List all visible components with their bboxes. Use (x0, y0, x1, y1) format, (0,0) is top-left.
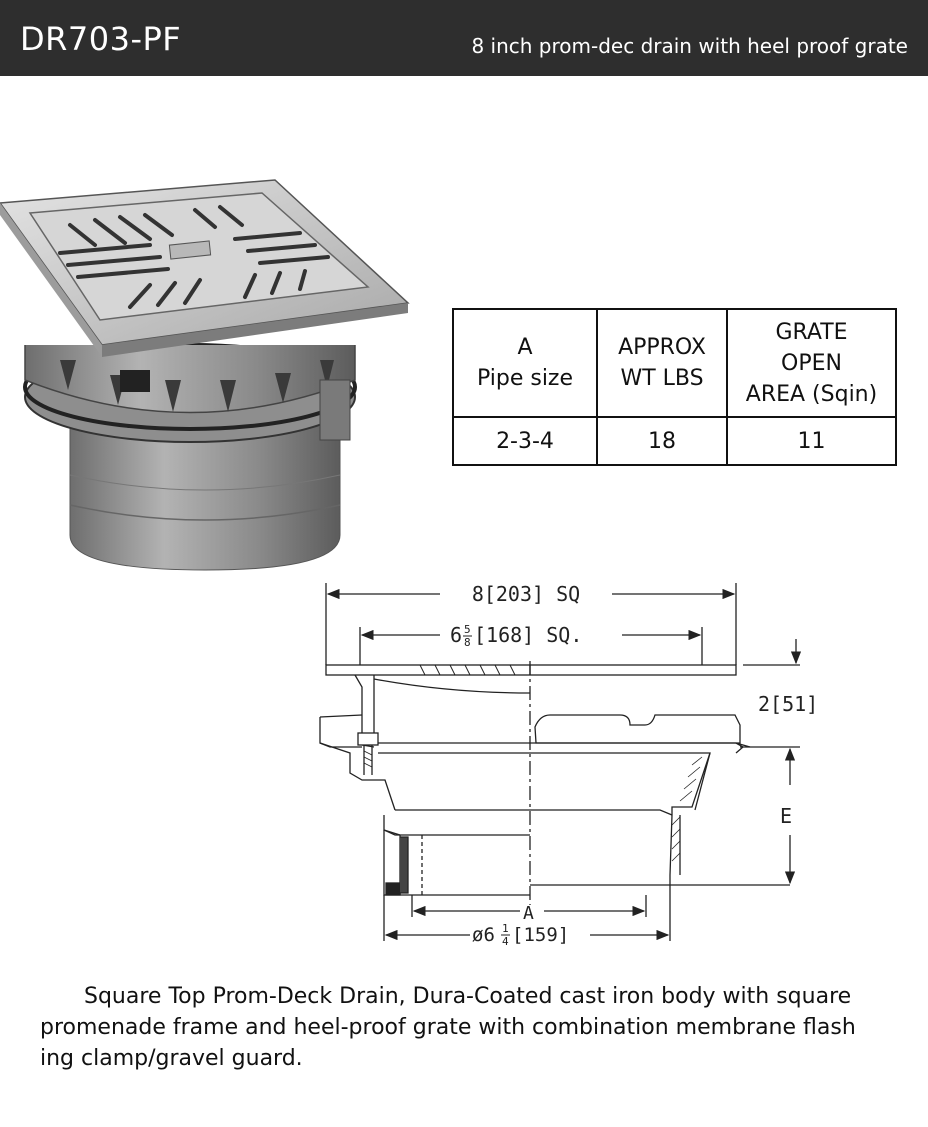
cell-open-area: 11 (726, 416, 897, 466)
product-description: Square Top Prom-Deck Drain, Dura-Coated … (40, 981, 890, 1074)
header-grate-open-area: GRATE OPEN AREA (Sqin) (726, 308, 897, 418)
dim-base-diameter: ø6 1 4 [159] (472, 922, 569, 948)
cell-pipe-size: 2-3-4 (452, 416, 598, 466)
product-subtitle: 8 inch prom-dec drain with heel proof gr… (471, 34, 908, 58)
svg-text:8: 8 (464, 636, 471, 649)
svg-text:5: 5 (464, 623, 471, 636)
dim-inner-square: 6 5 8 [168] SQ. (450, 623, 582, 649)
svg-text:4: 4 (502, 935, 509, 948)
header-bar: DR703-PF 8 inch prom-dec drain with heel… (0, 0, 928, 76)
model-number: DR703-PF (20, 20, 182, 58)
description-line: promenade frame and heel-proof grate wit… (40, 1015, 856, 1040)
dimension-drawing: 8[203] SQ 6 5 8 [168] SQ. 2[51] E A ø6 1… (319, 582, 818, 948)
svg-text:[168] SQ.: [168] SQ. (474, 623, 582, 647)
dim-height: 2[51] (758, 692, 818, 716)
drain-product-image (0, 179, 410, 571)
header-pipe-size: A Pipe size (452, 308, 598, 418)
dim-a-label: A (523, 903, 534, 924)
spec-table: A Pipe size APPROX WT LBS GRATE OPEN ARE… (452, 308, 897, 466)
svg-text:ø6: ø6 (472, 924, 495, 946)
header-weight: APPROX WT LBS (596, 308, 728, 418)
cell-weight: 18 (596, 416, 728, 466)
svg-text:1: 1 (502, 922, 509, 935)
description-line: Square Top Prom-Deck Drain, Dura-Coated … (84, 984, 852, 1009)
svg-text:[159]: [159] (512, 924, 569, 946)
dim-overall-square: 8[203] SQ (472, 582, 580, 606)
description-line: ing clamp/gravel guard. (40, 1046, 303, 1071)
dim-e-label: E (780, 804, 792, 828)
svg-text:6: 6 (450, 623, 462, 647)
